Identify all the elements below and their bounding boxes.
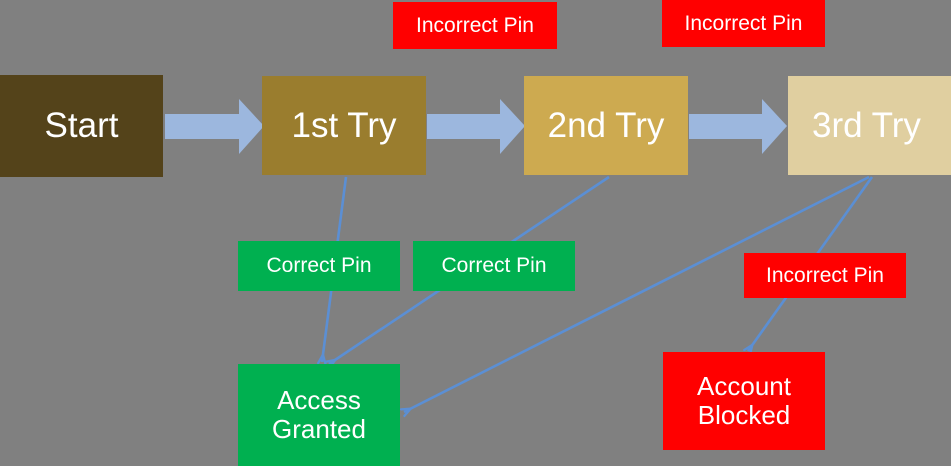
node-access-granted[interactable]: Access Granted [238, 364, 400, 466]
label-incorrect-pin-1[interactable]: Incorrect Pin [393, 2, 557, 49]
node-start[interactable]: Start [0, 75, 163, 177]
node-try3-label: 3rd Try [812, 105, 921, 145]
label-correct-pin-1-text: Correct Pin [266, 254, 372, 278]
node-try2-label: 2nd Try [547, 105, 665, 145]
node-try1[interactable]: 1st Try [262, 76, 426, 175]
node-try2[interactable]: 2nd Try [524, 76, 688, 175]
label-incorrect-pin-1-text: Incorrect Pin [416, 13, 534, 37]
label-correct-pin-2-text: Correct Pin [441, 254, 547, 278]
block-arrow-start-to-try1 [165, 99, 264, 154]
block-arrow-try1-to-try2 [427, 99, 525, 154]
node-try1-label: 1st Try [291, 105, 397, 145]
label-correct-pin-1[interactable]: Correct Pin [238, 241, 400, 291]
label-incorrect-pin-2-text: Incorrect Pin [684, 11, 803, 35]
block-arrow-try2-to-try3 [689, 99, 787, 154]
label-incorrect-pin-2[interactable]: Incorrect Pin [662, 0, 825, 47]
label-incorrect-pin-3[interactable]: Incorrect Pin [744, 253, 906, 298]
node-account-blocked-label-line1: Account [697, 370, 791, 401]
node-try3[interactable]: 3rd Try [788, 76, 951, 175]
label-correct-pin-2[interactable]: Correct Pin [413, 241, 575, 291]
node-access-granted-label-line1: Access [277, 384, 361, 415]
node-account-blocked-label-line2: Blocked [697, 400, 791, 430]
label-incorrect-pin-3-text: Incorrect Pin [766, 263, 884, 287]
node-account-blocked[interactable]: Account Blocked [663, 352, 825, 450]
node-start-label: Start [44, 106, 119, 146]
node-access-granted-label-line2: Granted [272, 414, 366, 444]
